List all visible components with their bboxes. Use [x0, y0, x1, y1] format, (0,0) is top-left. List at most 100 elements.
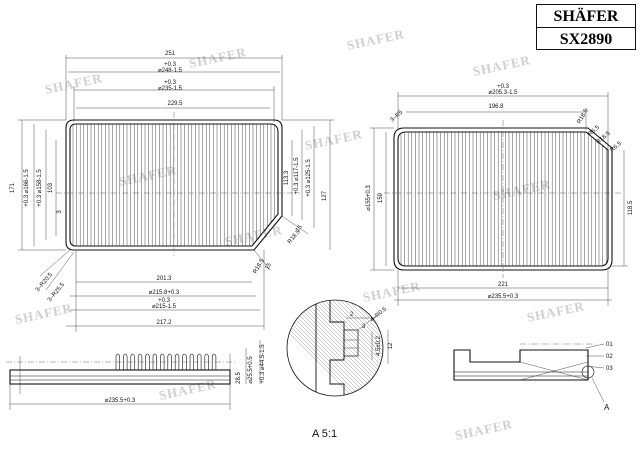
- right-outer-frame: [393, 127, 613, 271]
- dim-118-5: 118.5: [628, 200, 634, 215]
- watermark-text: SHAFER: [118, 162, 179, 189]
- dim-215: +0.3⌀215-1.5: [152, 298, 177, 310]
- hatch-line: [351, 300, 383, 396]
- brand-name: SHÄFER: [537, 5, 635, 28]
- dim-248-val: ⌀248-1.5: [158, 68, 183, 74]
- dim-166: +0.3 ⌀166-1.5: [24, 169, 30, 207]
- dim-15-b: 15: [265, 262, 274, 271]
- dim-158: +0.3 ⌀158-1.5: [37, 169, 43, 207]
- side-pleat-zigzag: [115, 353, 220, 371]
- dim-251: 251: [165, 51, 176, 57]
- hatch-line: [287, 300, 361, 396]
- callout-03: 03: [606, 366, 613, 372]
- section-body: [453, 349, 589, 381]
- front-bottom-dims: 201.3 ⌀215.8+0.3 +0.3⌀215-1.5 217.2: [66, 250, 265, 332]
- dim-248: +0.3⌀248-1.5: [158, 62, 183, 74]
- dim-r6-5-b: R6.5: [609, 140, 623, 153]
- watermark-text: SHAFER: [14, 300, 75, 327]
- hatch-line: [343, 300, 383, 396]
- front-outer-frame: [65, 119, 283, 251]
- section-view: A 01 02 03: [453, 342, 613, 412]
- dim-235-5-s: ⌀235.5+0.3: [105, 398, 136, 404]
- watermark-text: SHAFER: [472, 52, 533, 79]
- hatch-line: [287, 300, 383, 396]
- front-left-dims: 171 +0.3 ⌀166-1.5 +0.3 ⌀158-1.5 103 3 3–…: [10, 119, 75, 303]
- right-side-dims: ⌀155+0.3 159 118.5: [366, 127, 634, 271]
- dim-detail-3: 3: [362, 324, 366, 330]
- dim-113-3: 113.3: [284, 170, 290, 185]
- front-top-dims: 251 +0.3⌀248-1.5 +0.3⌀235-1.5 229.5: [65, 51, 283, 122]
- dim-205-3: +0.3⌀205.3-1.5: [489, 84, 519, 96]
- dim-221: 221: [498, 282, 509, 288]
- detail-a: 2 3 4–R0.5 4.5±0.2 12: [286, 299, 394, 397]
- dim-201-3: 201.3: [156, 276, 172, 282]
- dim-235: +0.3⌀235-1.5: [158, 80, 183, 92]
- watermark-text: SHAFER: [304, 126, 365, 153]
- detail-seal-profile: [315, 300, 345, 396]
- detail-circle: [286, 299, 384, 397]
- dim-28-5: 28.5: [236, 372, 242, 384]
- hatch-line: [327, 300, 383, 396]
- watermark-text: SHAFER: [454, 416, 515, 443]
- watermark-text: SHAFER: [362, 278, 423, 305]
- watermark-text: SHAFER: [526, 298, 587, 325]
- hatch-line: [331, 300, 383, 396]
- hatch-line: [287, 300, 369, 396]
- dim-155: ⌀155+0.3: [366, 185, 372, 211]
- dim-117: +0.3 ⌀117-1.5: [294, 157, 300, 195]
- callout-01: 01: [606, 342, 613, 348]
- dim-detail-r0-5: 4–R0.5: [369, 306, 388, 323]
- dim-125: +0.3 ⌀125-1.5: [306, 159, 312, 197]
- right-pleat-field: [400, 132, 607, 266]
- hatch-line: [311, 300, 383, 396]
- part-number: SX2890: [559, 31, 613, 48]
- dim-44-5: +0.3 ⌀44.5-1.5: [260, 344, 266, 384]
- hatch-line: [323, 300, 383, 396]
- hatch-line: [339, 300, 383, 396]
- scale-label: A 5:1: [312, 428, 338, 440]
- dim-229-5: 229.5: [167, 101, 183, 107]
- hatch-line: [347, 300, 383, 396]
- dim-215-8: ⌀215.8+0.3: [149, 290, 180, 296]
- dim-103: 103: [48, 182, 54, 193]
- watermark-text: SHAFER: [44, 70, 105, 97]
- side-view: ⌀235.5+0.3 28.5 ⌀25.5+0.5 +0.3 ⌀44.5-1.5: [6, 340, 266, 410]
- hatch-line: [303, 300, 383, 396]
- watermark-text: SHAFER: [346, 26, 407, 53]
- dim-171: 171: [10, 182, 16, 193]
- dim-217-2: 217.2: [156, 320, 172, 326]
- dim-r18-5-c: R18.5: [577, 108, 591, 125]
- dim-159: 159: [378, 192, 384, 203]
- dim-r18-5-d: R18.5: [595, 130, 612, 145]
- dim-detail-12: 12: [388, 342, 394, 349]
- hatch-line: [319, 300, 383, 396]
- side-pleat-path: [115, 353, 220, 371]
- section-detail-marker: [581, 365, 595, 379]
- dim-127: 127: [322, 190, 328, 201]
- hatch-line: [315, 300, 383, 396]
- right-inner-frame: [397, 131, 609, 267]
- dim-detail-4-5: 4.5±0.2: [376, 335, 382, 356]
- dim-25-5: ⌀25.5+0.5: [248, 356, 254, 384]
- watermark-text: SHAFER: [224, 222, 285, 249]
- watermark-text: SHAFER: [492, 176, 553, 203]
- dim-detail-2: 2: [350, 312, 354, 318]
- hatch-line: [287, 300, 365, 396]
- hatch-line: [335, 300, 383, 396]
- front-pleat-field: [72, 124, 275, 246]
- watermark-text: SHAFER: [188, 44, 249, 71]
- dim-248-tol: +0.3: [164, 62, 177, 68]
- dim-235-5-r: ⌀235.5+0.3: [488, 294, 519, 300]
- dim-196-8: 196.8: [488, 104, 504, 110]
- callout-02: 02: [606, 354, 613, 360]
- title-block: SHÄFER SX2890: [536, 4, 636, 50]
- dim-r6-5-a: R6.5: [587, 124, 601, 137]
- dim-15: 15: [295, 224, 304, 233]
- detail-pleat-slot: [343, 329, 359, 357]
- hatch-line: [299, 300, 383, 396]
- right-bottom-dims: 221 ⌀235.5+0.3: [394, 270, 612, 306]
- dim-3: 3: [57, 210, 63, 214]
- hatch-line: [287, 300, 357, 396]
- detail-a-label: A: [604, 403, 610, 412]
